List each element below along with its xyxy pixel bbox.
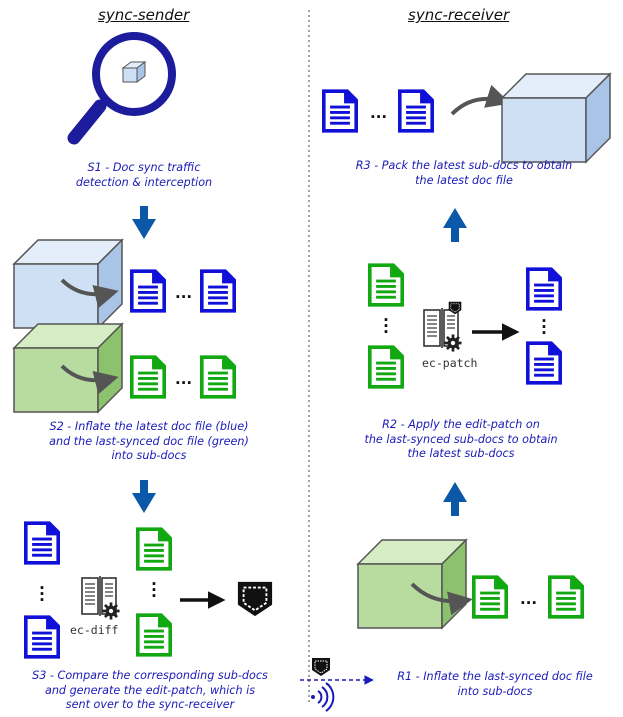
doc-icon (130, 269, 166, 313)
caption-line: the last-synced sub-docs to obtain (364, 432, 558, 446)
doc-icon (526, 267, 562, 311)
inflate-arrow-latest (60, 278, 119, 309)
vertical-ellipsis: ··· (151, 575, 157, 605)
ellipsis: ... (370, 104, 388, 122)
vertical-ellipsis: ··· (383, 311, 389, 341)
doc-icon (136, 613, 172, 657)
latest-doc-cube-icon (501, 73, 611, 163)
doc-icon (368, 345, 404, 389)
sender-column-title: sync-sender (98, 6, 190, 24)
step-s3-caption: S3 - Compare the corresponding sub-docs … (0, 669, 300, 713)
caption-line: R2 - Apply the edit-patch on (382, 418, 540, 431)
caption-line: R1 - Inflate the last-synced doc file (397, 670, 593, 683)
doc-icon (200, 355, 236, 399)
doc-icon (200, 269, 236, 313)
receiver-column-title: sync-receiver (408, 6, 510, 24)
flow-arrow-r1-r2 (443, 482, 467, 516)
inflate-arrow-receiver (410, 582, 473, 616)
doc-icon (472, 575, 508, 619)
step-r2-caption: R2 - Apply the edit-patch on the last-sy… (312, 418, 610, 462)
diff-tool-icon (82, 576, 120, 620)
ellipsis: ... (175, 284, 193, 302)
step-s1-caption: S1 - Doc sync traffic detection & interc… (44, 161, 244, 190)
caption-line: R3 - Pack the latest sub-docs to obtain (355, 159, 573, 172)
doc-icon (322, 89, 358, 133)
caption-line: and the last-synced doc file (green) (49, 434, 249, 448)
doc-icon (136, 527, 172, 571)
patch-tool-icon (424, 308, 462, 352)
patch-pocket-icon (311, 657, 331, 677)
caption-line: S3 - Compare the corresponding sub-docs (32, 669, 268, 682)
vertical-ellipsis: ··· (39, 579, 45, 609)
wireless-signal-icon (311, 682, 335, 712)
doc-icon (24, 615, 60, 659)
doc-icon (548, 575, 584, 619)
caption-line: S1 - Doc sync traffic (87, 161, 201, 174)
caption-line: sent over to the sync-receiver (65, 698, 235, 711)
doc-icon (526, 341, 562, 385)
vertical-ellipsis: ··· (541, 312, 547, 342)
doc-icon (24, 521, 60, 565)
step-r3-caption: R3 - Pack the latest sub-docs to obtain … (312, 159, 616, 188)
last-synced-doc-cube-icon (13, 323, 123, 413)
caption-line: and generate the edit-patch, which is (44, 683, 256, 697)
patch-tool-label: ec-patch (422, 356, 478, 370)
doc-icon (130, 355, 166, 399)
pack-arrow (450, 84, 511, 116)
diff-tool-label: ec-diff (70, 623, 119, 637)
caption-line: the latest doc file (415, 173, 513, 187)
flow-arrow-s2-s3 (132, 480, 156, 513)
caption-line: S2 - Inflate the latest doc file (blue) (49, 420, 249, 433)
caption-line: into sub-docs (111, 449, 187, 462)
ellipsis: ... (520, 590, 538, 608)
doc-icon (368, 263, 404, 307)
magnifier-icon (67, 32, 176, 145)
caption-line: into sub-docs (457, 684, 533, 698)
ellipsis: ... (175, 370, 193, 388)
doc-icon (398, 89, 434, 133)
inflate-arrow-last-synced (60, 364, 119, 395)
patch-pocket-icon (236, 580, 274, 618)
caption-line: the latest sub-docs (407, 447, 515, 460)
step-r1-caption: R1 - Inflate the last-synced doc file in… (372, 670, 618, 699)
step-s2-caption: S2 - Inflate the latest doc file (blue) … (4, 420, 294, 464)
flow-arrow-r2-r3 (443, 208, 467, 242)
flow-arrow-s1-s2 (132, 206, 156, 239)
caption-line: detection & interception (75, 175, 213, 189)
